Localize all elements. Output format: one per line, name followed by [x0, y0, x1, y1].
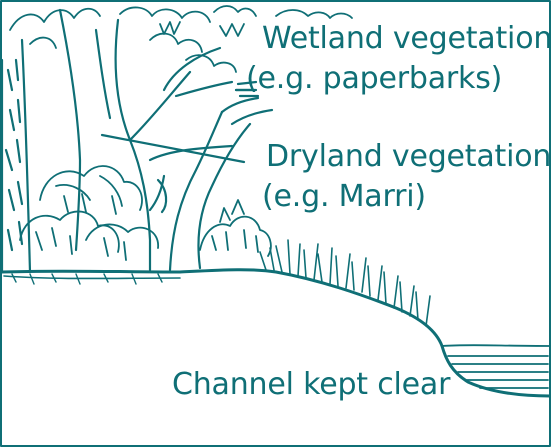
shrub-right: [200, 200, 271, 256]
main-tree-trunk: [60, 10, 232, 270]
dryland-example-label: (e.g. Marri): [262, 182, 426, 212]
shrub-cluster-left: [20, 166, 158, 260]
dryland-vegetation-label: Dryland vegetation: [266, 142, 551, 172]
left-tree-trunk: [2, 40, 30, 272]
wetland-example-label: (e.g. paperbarks): [246, 64, 502, 94]
dryland-pointer-line: [102, 135, 244, 162]
channel-label: Channel kept clear: [172, 370, 450, 400]
wetland-vegetation-label: Wetland vegetation: [262, 24, 551, 54]
channel-water: [442, 345, 550, 388]
